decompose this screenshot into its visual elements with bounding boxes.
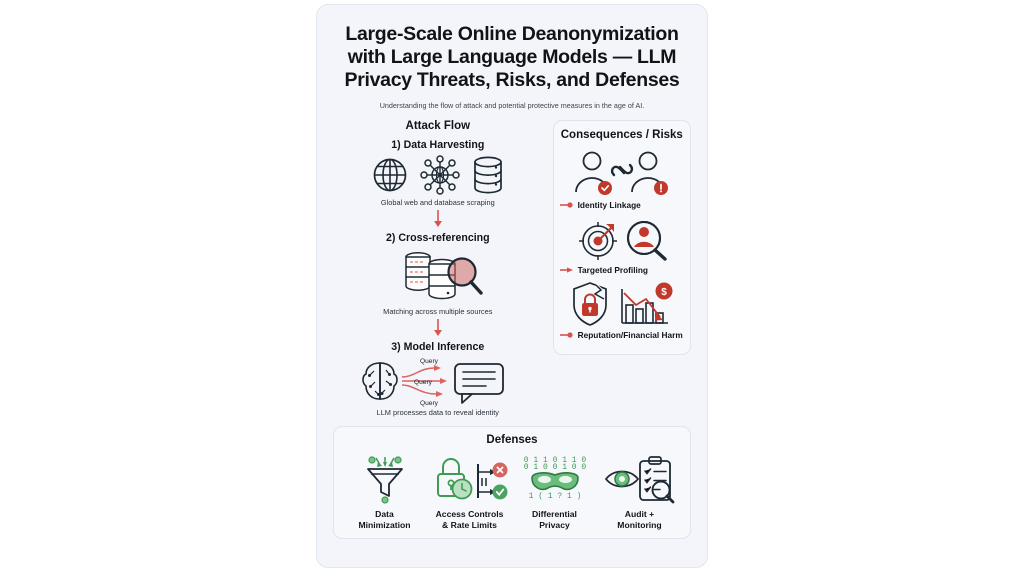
reputation-harm-label-row: Reputation/Financial Harm bbox=[559, 330, 684, 340]
defense-item-data-minimization: Data Minimization bbox=[342, 452, 427, 530]
bullet-arrow-icon bbox=[559, 267, 573, 273]
svg-text:$: $ bbox=[661, 287, 667, 298]
lock-clock-gate-icon bbox=[436, 458, 507, 500]
bullet-marker-icon bbox=[559, 332, 573, 338]
funnel-icon bbox=[366, 456, 403, 504]
defenses-panel: Defenses bbox=[333, 426, 691, 540]
risk-label: Targeted Profiling bbox=[577, 265, 648, 275]
eye-clipboard-icon bbox=[604, 456, 674, 504]
network-graph-icon bbox=[420, 155, 460, 195]
attack-step-1-caption: Global web and database scraping bbox=[380, 198, 495, 207]
page-subtitle: Understanding the flow of attack and pot… bbox=[379, 101, 645, 110]
attack-flow-heading: Attack Flow bbox=[405, 120, 471, 132]
defense-label: Access Controls & Rate Limits bbox=[435, 509, 504, 530]
title-line-1: Large-Scale Online Deanonymization bbox=[345, 23, 679, 45]
check-badge-icon bbox=[597, 181, 612, 195]
targeted-profiling-label-row: Targeted Profiling bbox=[559, 265, 684, 275]
attack-step-2-title: 2) Cross-referencing bbox=[385, 232, 490, 244]
defenses-heading: Defenses bbox=[486, 434, 538, 446]
defense-label: Differential Privacy bbox=[532, 509, 577, 530]
attack-step-2: 2) Cross-referencing bbox=[382, 232, 494, 316]
reputation-harm-icons: $ bbox=[560, 279, 684, 329]
title-line-3: Privacy Threats, Risks, and Defenses bbox=[344, 69, 680, 91]
attack-step-3: 3) Model Inference bbox=[358, 341, 518, 417]
declining-chart-dollar-icon: $ bbox=[620, 282, 673, 324]
identity-linkage-label-row: Identity Linkage bbox=[559, 200, 684, 210]
risk-item-identity-linkage: Identity Linkage bbox=[559, 147, 684, 210]
chain-link-icon bbox=[610, 163, 633, 177]
svg-text:1 0 1 0 0 1 0 0 1: 1 0 1 0 0 1 0 0 1 bbox=[524, 463, 586, 472]
risk-item-targeted-profiling: Targeted Profiling bbox=[559, 214, 684, 275]
flow-arrow-icon bbox=[433, 210, 442, 227]
page-title: Large-Scale Online Deanonymization with … bbox=[333, 19, 691, 92]
svg-text:0 1 ( 1 ? 1 ) 0: 0 1 ( 1 ? 1 ) 0 bbox=[524, 492, 586, 501]
defense-label: Audit + Monitoring bbox=[617, 509, 662, 530]
svg-text:0 1 1 0 1 1 0: 0 1 1 0 1 1 0 bbox=[524, 456, 586, 465]
risk-item-reputation-financial-harm: $ Reputation/Financial Harm bbox=[559, 279, 684, 340]
defense-item-differential-privacy: 0 1 1 0 1 1 0 1 0 1 0 0 1 0 0 1 0 1 ( 1 … bbox=[512, 452, 597, 530]
broken-shield-lock-icon bbox=[572, 282, 607, 326]
defenses-grid: Data Minimization bbox=[342, 452, 682, 530]
title-line-2: with Large Language Models — LLM bbox=[347, 46, 677, 68]
target-arrow-icon bbox=[578, 222, 617, 260]
attack-step-2-caption: Matching across multiple sources bbox=[383, 307, 493, 316]
brain-icon bbox=[362, 362, 398, 400]
defense-item-audit-monitoring: Audit + Monitoring bbox=[597, 452, 682, 530]
consequences-panel: Consequences / Risks bbox=[552, 120, 691, 355]
consequences-section: Consequences / Risks bbox=[552, 120, 691, 417]
attack-step-3-caption: LLM processes data to reveal identity bbox=[376, 408, 499, 417]
defense-label: Data Minimization bbox=[358, 509, 411, 530]
risk-label: Identity Linkage bbox=[577, 200, 641, 210]
attack-step-1: 1) Data Harvesting bbox=[369, 139, 507, 207]
globe-icon bbox=[373, 158, 407, 192]
mask-binary-icon: 0 1 1 0 1 1 0 1 0 1 0 0 1 0 0 1 0 1 ( 1 … bbox=[524, 456, 586, 501]
attack-step-3-title: 3) Model Inference bbox=[391, 341, 485, 353]
attack-flow-section: Attack Flow 1) Data Harvesting bbox=[333, 120, 543, 417]
attack-step-1-title: 1) Data Harvesting bbox=[391, 139, 485, 151]
speech-bubble-icon bbox=[453, 363, 504, 404]
bullet-marker-icon bbox=[559, 202, 573, 208]
attack-step-3-icons: Query Query Query bbox=[358, 355, 518, 407]
database-icon bbox=[473, 156, 502, 194]
query-label-2: Query bbox=[414, 379, 433, 386]
defense-item-access-controls: Access Controls & Rate Limits bbox=[427, 452, 512, 530]
query-label-1: Query bbox=[420, 358, 439, 365]
identity-linkage-icons bbox=[560, 147, 684, 199]
targeted-profiling-icons bbox=[560, 214, 684, 264]
attack-step-2-icons bbox=[382, 246, 494, 306]
inference-diagram: Query Query Query bbox=[362, 358, 504, 407]
attack-step-1-icons bbox=[369, 153, 507, 197]
infographic-card: Large-Scale Online Deanonymization with … bbox=[316, 4, 708, 568]
query-label-3: Query bbox=[420, 400, 439, 407]
main-columns: Attack Flow 1) Data Harvesting bbox=[333, 120, 691, 417]
flow-arrow-icon bbox=[433, 319, 442, 336]
person-magnifier-icon bbox=[626, 221, 667, 261]
database-stack-icon bbox=[405, 252, 483, 300]
risk-label: Reputation/Financial Harm bbox=[577, 330, 683, 340]
consequences-heading: Consequences / Risks bbox=[560, 129, 683, 141]
